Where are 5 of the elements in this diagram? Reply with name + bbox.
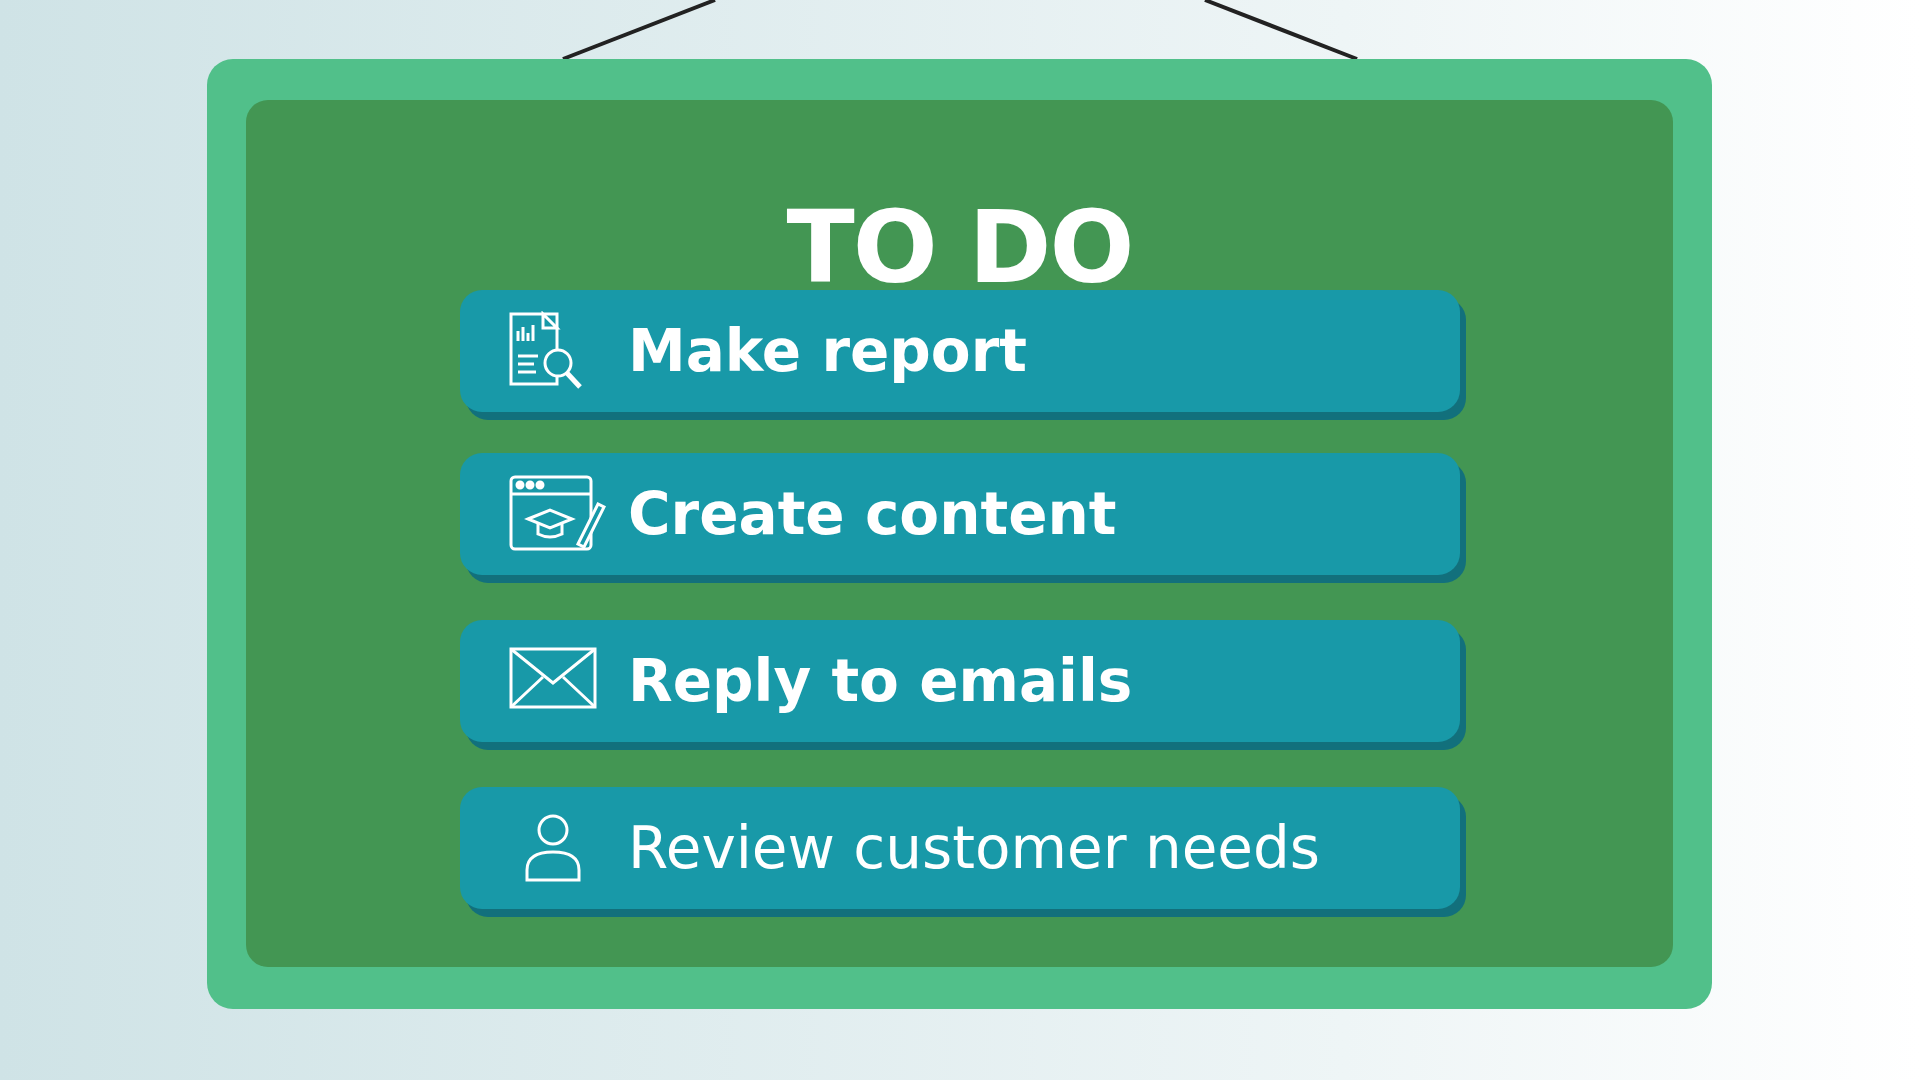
task-label: Create content <box>628 479 1117 550</box>
board-title: TO DO <box>785 188 1134 308</box>
task-label: Make report <box>628 316 1028 387</box>
task-label: Review customer needs <box>628 813 1321 884</box>
task-label: Reply to emails <box>628 646 1133 717</box>
